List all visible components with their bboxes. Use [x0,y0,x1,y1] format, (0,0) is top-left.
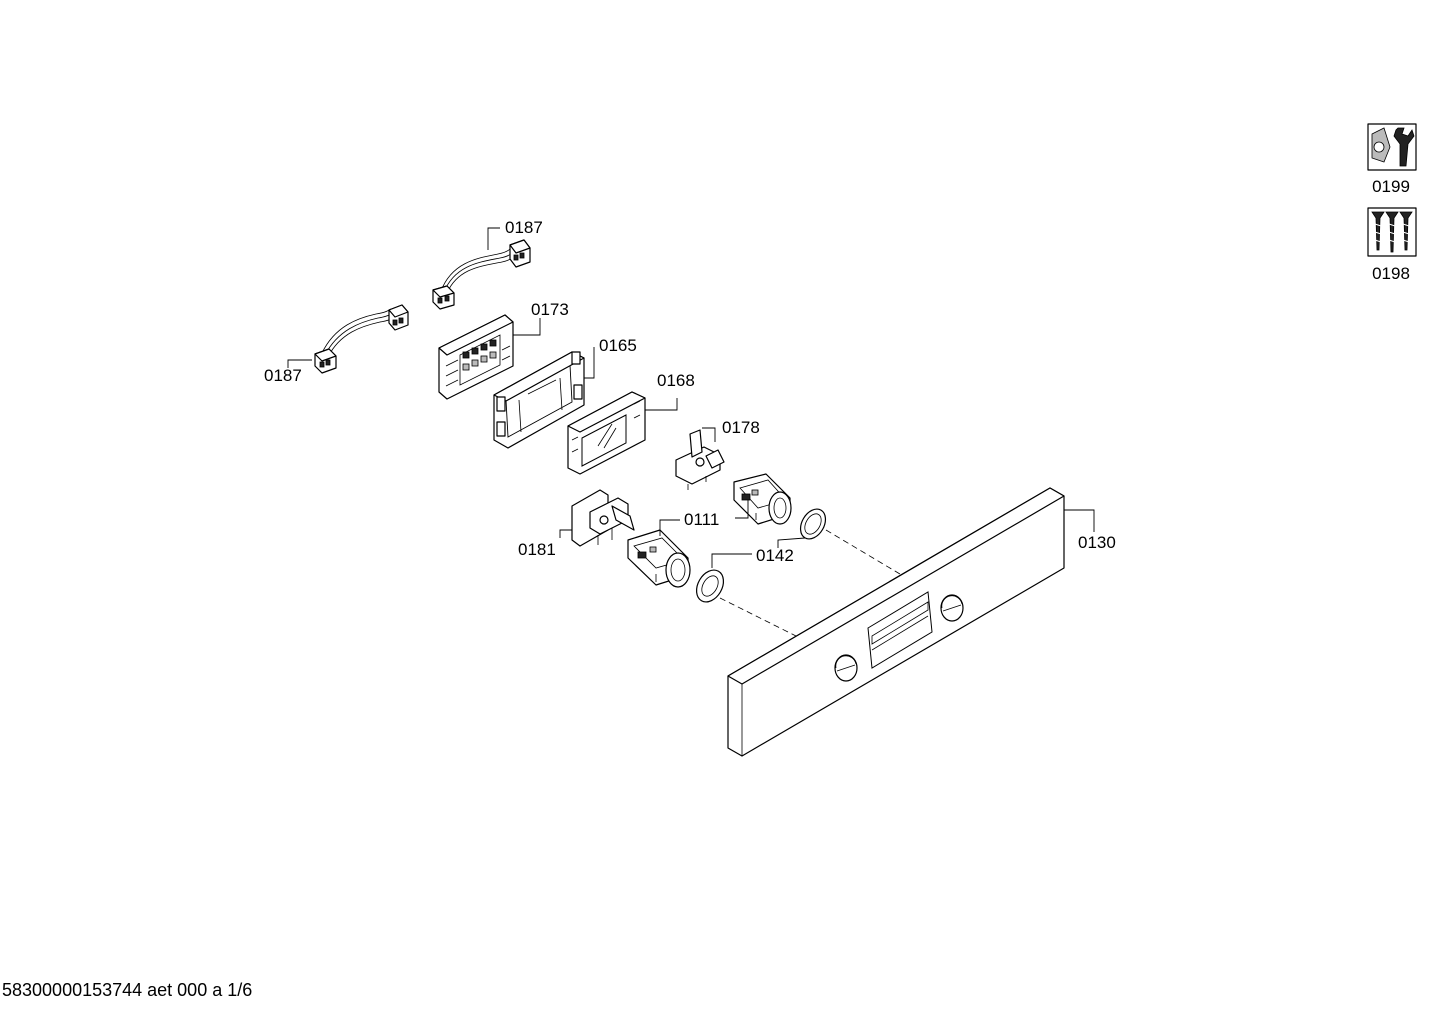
knob-hole-left [834,654,858,682]
callout-label: 0168 [657,371,695,390]
part-0111-switch-lower[interactable]: 0111 [627,510,719,588]
callout-label: 0181 [518,540,556,559]
callout-label: 0187 [264,366,302,385]
side-icon-0199[interactable]: 0199 [1367,123,1417,196]
callout-label: 0178 [722,418,760,437]
part-0130-control-panel[interactable]: 0130 [727,487,1116,757]
callout-label: 0173 [531,300,569,319]
knob-hole-right [940,594,964,622]
part-0165-frame[interactable]: 0165 [493,336,637,449]
callout-label: 0187 [505,218,543,237]
part-0178-bracket[interactable]: 0178 [675,418,760,490]
part-0187-upper[interactable]: 0187 [432,218,543,310]
side-icon-0198[interactable]: 0198 [1367,207,1417,283]
callout-label: 0142 [756,546,794,565]
screws-icon [1371,211,1413,253]
part-0168-display-cover[interactable]: 0168 [567,371,695,475]
part-0111-switch-upper[interactable] [733,473,792,525]
part-0142-ring-lower[interactable] [691,553,752,607]
callout-label: 0111 [684,510,719,529]
wrench-nut-icon [1371,127,1415,167]
assembly-lines [719,529,906,637]
document-footer: 58300000153744 aet 000 a 1/6 [2,980,253,1000]
part-0173-pcb[interactable]: 0173 [438,300,569,400]
side-icon-label: 0199 [1372,177,1410,196]
callout-label: 0130 [1078,533,1116,552]
part-0181-bracket[interactable]: 0181 [518,489,635,559]
part-0142-ring-upper[interactable]: 0142 [756,505,831,565]
part-0187-lower[interactable]: 0187 [264,304,409,385]
callout-label: 0165 [599,336,637,355]
side-icon-label: 0198 [1372,264,1410,283]
